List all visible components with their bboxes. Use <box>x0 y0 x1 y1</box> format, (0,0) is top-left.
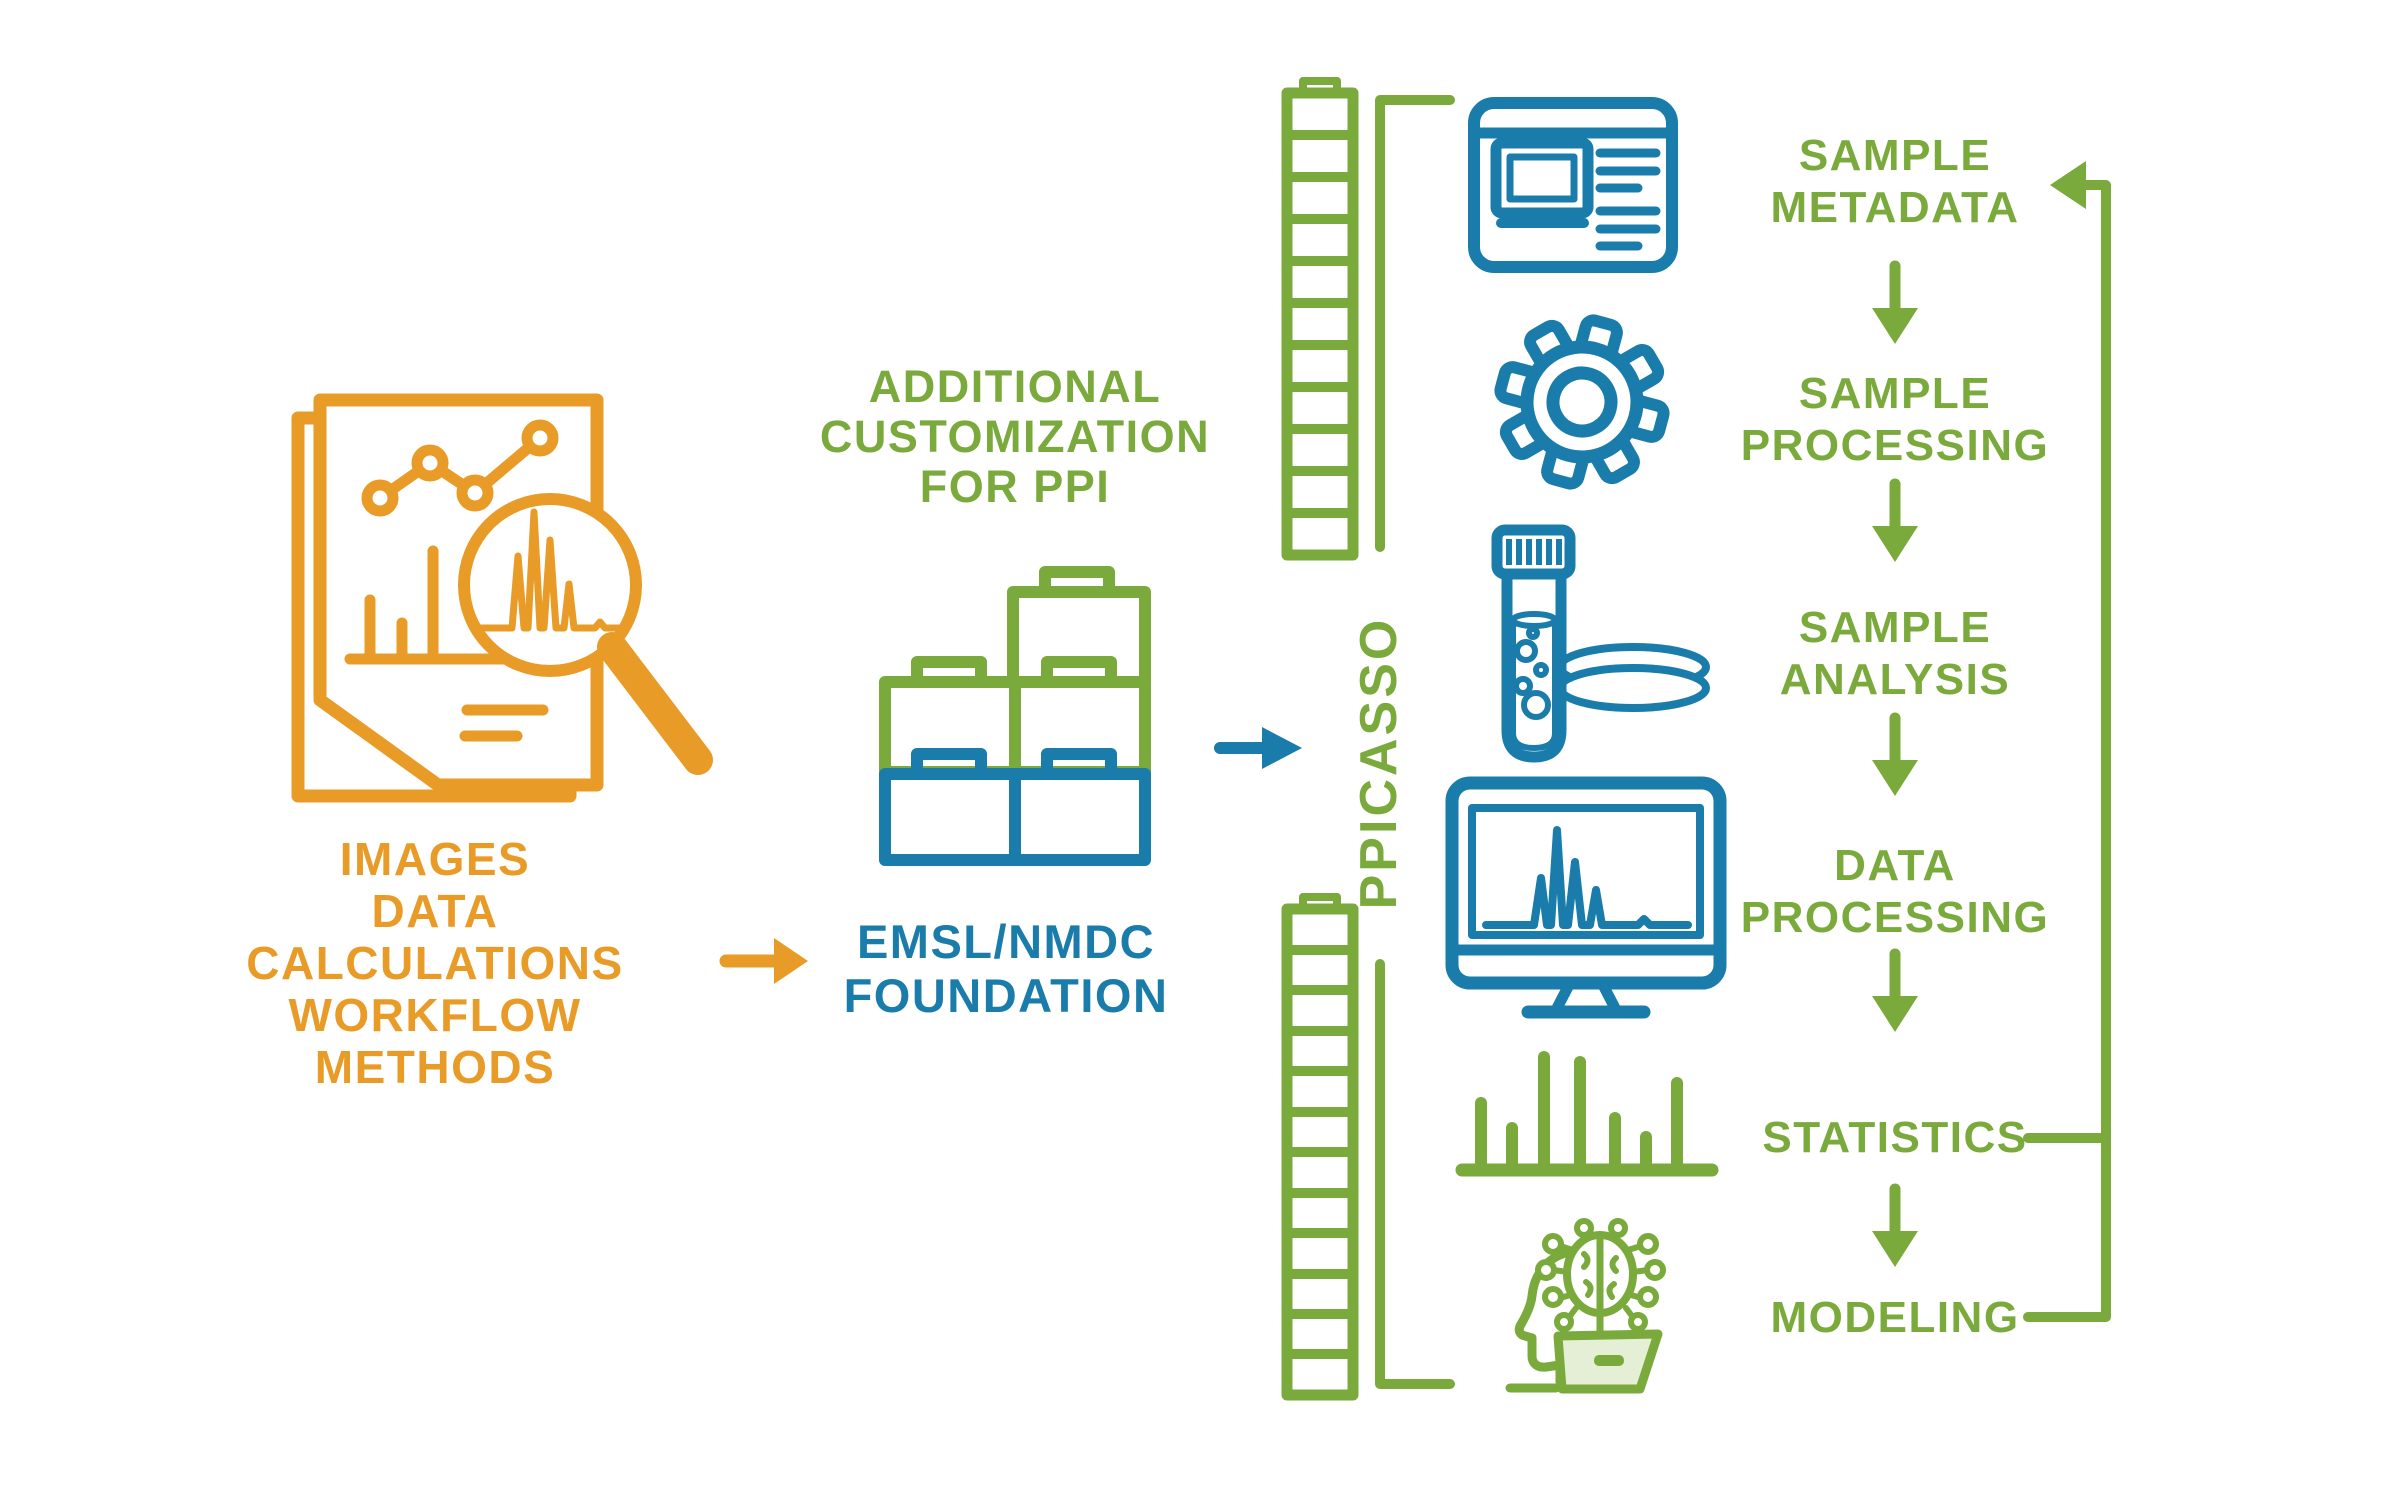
left-input-line: IMAGES <box>339 833 531 885</box>
left-input-line: WORKFLOW <box>288 989 582 1041</box>
customization-line: FOR PPI <box>919 461 1111 512</box>
ladder-strip-bottom-icon <box>1281 893 1359 1401</box>
step-line: DATA <box>1834 841 1956 890</box>
customization-line: CUSTOMIZATION <box>819 411 1211 462</box>
foundation-label: EMSL/NMDC FOUNDATION <box>756 915 1256 1023</box>
workflow-step-statistics: STATISTICS <box>1660 1112 2130 1164</box>
foundation-line: FOUNDATION <box>843 969 1169 1022</box>
workflow-step-data-processing: DATA PROCESSING <box>1660 840 2130 944</box>
bar-chart-icon <box>1455 1051 1719 1177</box>
down-arrow-icon <box>1872 712 1918 796</box>
down-arrow-icon <box>1872 948 1918 1032</box>
feedback-loop-arrow <box>2023 161 2111 1322</box>
ladder-strip-top-icon <box>1281 77 1359 561</box>
step-line: MODELING <box>1770 1293 2020 1342</box>
down-arrow-icon <box>1872 260 1918 344</box>
gear-icon <box>1494 314 1670 490</box>
left-input-line: CALCULATIONS <box>246 937 624 989</box>
step-line: SAMPLE <box>1798 131 1992 180</box>
down-arrow-icon <box>1872 478 1918 562</box>
left-input-line: METHODS <box>314 1041 556 1093</box>
workflow-step-sample-analysis: SAMPLE ANALYSIS <box>1660 602 2130 706</box>
orange-flow-arrow-icon <box>719 938 808 984</box>
left-input-stack: IMAGES DATA CALCULATIONS WORKFLOW METHOD… <box>180 833 690 1093</box>
down-arrow-icon <box>1872 1183 1918 1267</box>
customization-label: ADDITIONAL CUSTOMIZATION FOR PPI <box>765 362 1265 512</box>
step-line: PROCESSING <box>1740 893 2050 942</box>
step-line: SAMPLE <box>1798 369 1992 418</box>
step-line: ANALYSIS <box>1779 655 2011 704</box>
lego-bricks-icon <box>879 566 1151 866</box>
bracket-lines <box>1375 95 1455 1389</box>
step-line: STATISTICS <box>1762 1113 2028 1162</box>
ai-brain-icon <box>1505 1218 1666 1394</box>
step-line: PROCESSING <box>1740 421 2050 470</box>
step-line: SAMPLE <box>1798 603 1992 652</box>
report-magnifier-icon <box>291 393 713 803</box>
test-tube-icon <box>1491 524 1710 763</box>
monitor-chromatogram-icon <box>1445 776 1727 1019</box>
foundation-line: EMSL/NMDC <box>856 915 1156 968</box>
browser-window-icon <box>1468 97 1678 273</box>
workflow-step-modeling: MODELING <box>1660 1292 2130 1344</box>
workflow-step-sample-processing: SAMPLE PROCESSING <box>1660 368 2130 472</box>
pipeline-name-label: PPICASSO <box>1350 616 1408 910</box>
step-line: METADATA <box>1770 183 2020 232</box>
left-input-line: DATA <box>371 885 499 937</box>
workflow-step-sample-metadata: SAMPLE METADATA <box>1660 130 2130 234</box>
blue-flow-arrow-icon <box>1214 727 1302 769</box>
customization-line: ADDITIONAL <box>868 361 1162 412</box>
